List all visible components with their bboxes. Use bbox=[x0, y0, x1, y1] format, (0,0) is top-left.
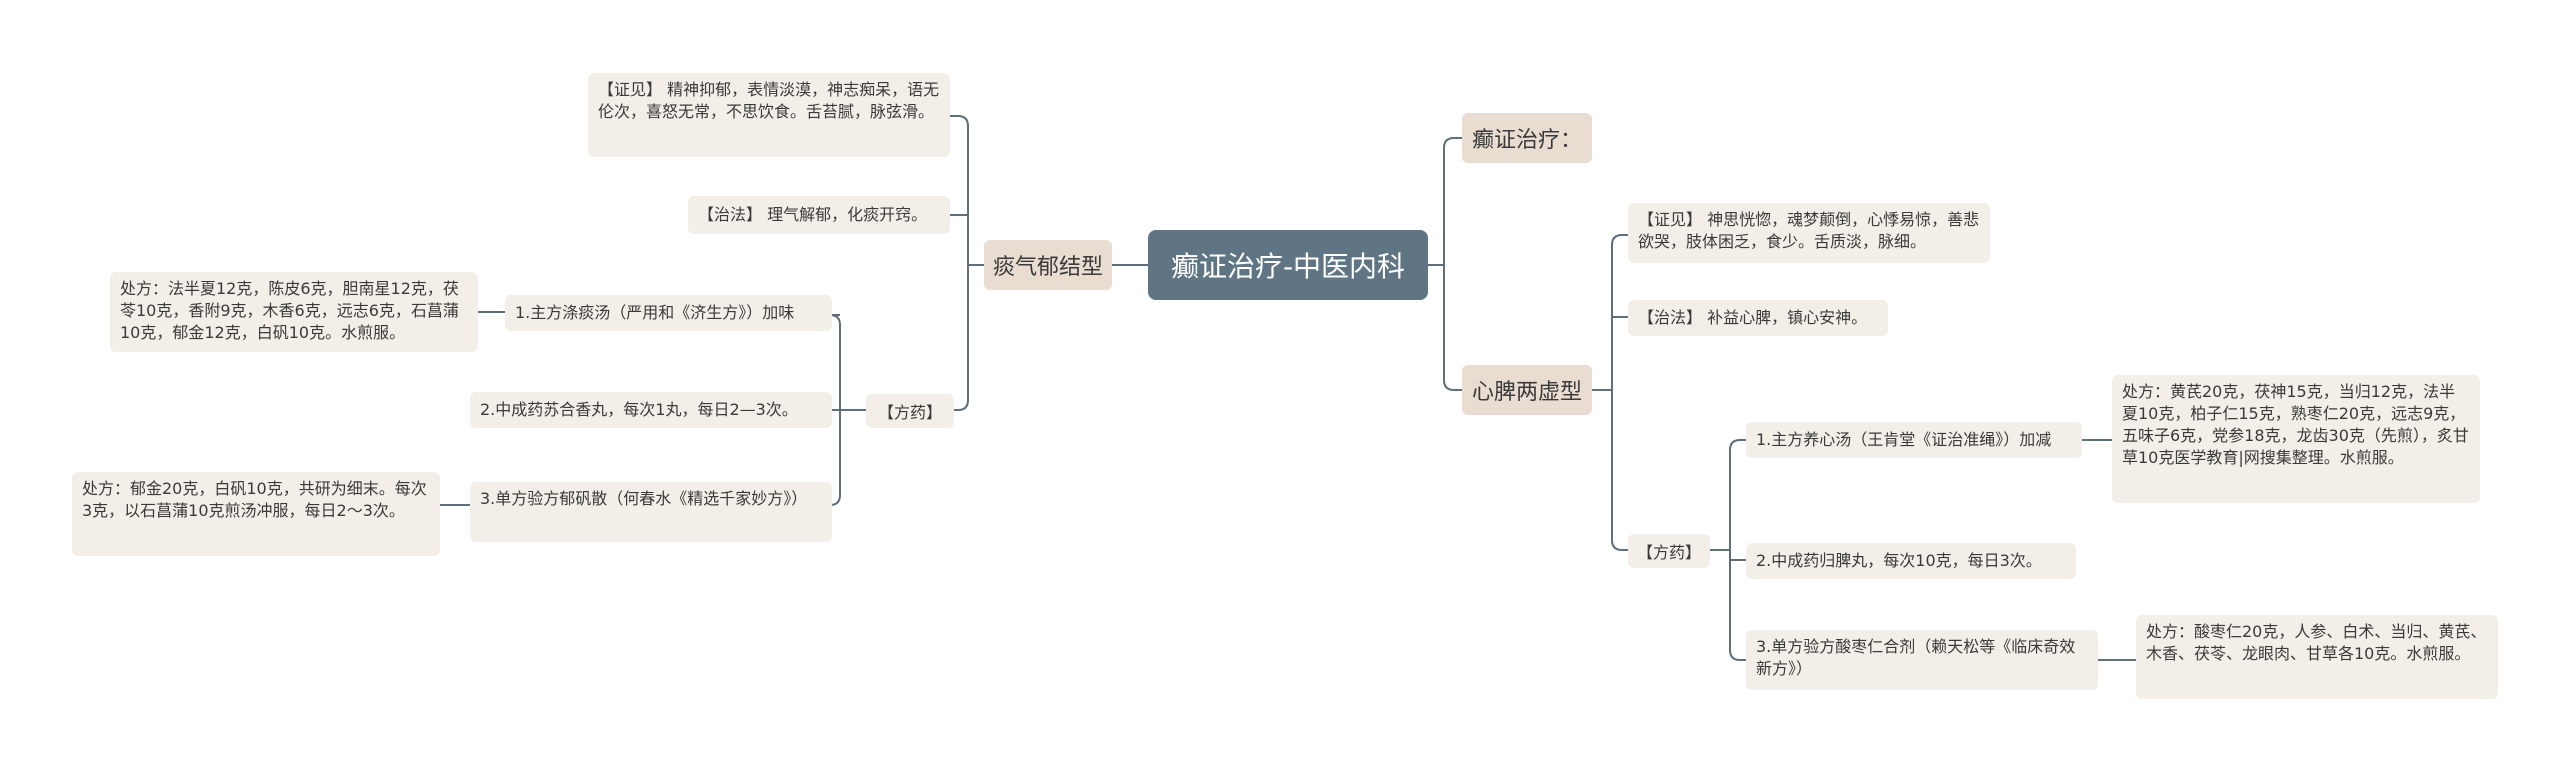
left-zhifa-text: 【治法】 理气解郁，化痰开窍。 bbox=[698, 205, 928, 224]
connector-root-right bbox=[1428, 137, 1462, 391]
left-fangyao-item-1[interactable]: 1.主方涤痰汤（严用和《济生方》）加味 bbox=[505, 295, 832, 331]
right-fangyao-item-1-detail-text: 处方：黄芪20克，茯神15克，当归12克，法半夏10克，柏子仁15克，熟枣仁20… bbox=[2122, 382, 2469, 467]
left-fangyao[interactable]: 【方药】 bbox=[866, 394, 954, 428]
root-label: 癫证治疗-中医内科 bbox=[1170, 250, 1406, 283]
branch-tanqi-label: 痰气郁结型 bbox=[992, 255, 1103, 280]
left-zhengjian[interactable]: 【证见】 精神抑郁，表情淡漠，神志痴呆，语无伦次，喜怒无常，不思饮食。舌苔腻，脉… bbox=[588, 73, 950, 157]
right-fangyao[interactable]: 【方药】 bbox=[1628, 534, 1710, 568]
right-fangyao-item-3[interactable]: 3.单方验方酸枣仁合剂（赖天松等《临床奇效新方》） bbox=[1746, 630, 2098, 690]
right-fangyao-item-2-label: 2.中成药归脾丸，每次10克，每日3次。 bbox=[1756, 551, 2042, 570]
right-fangyao-item-2[interactable]: 2.中成药归脾丸，每次10克，每日3次。 bbox=[1746, 543, 2076, 579]
left-zhengjian-text: 【证见】 精神抑郁，表情淡漠，神志痴呆，语无伦次，喜怒无常，不思饮食。舌苔腻，脉… bbox=[598, 80, 940, 121]
left-fangyao-item-3-detail-text: 处方：郁金20克，白矾10克，共研为细末。每次3克，以石菖蒲10克煎汤冲服，每日… bbox=[82, 479, 427, 520]
right-fangyao-item-1-detail[interactable]: 处方：黄芪20克，茯神15克，当归12克，法半夏10克，柏子仁15克，熟枣仁20… bbox=[2112, 375, 2480, 503]
left-fangyao-label: 【方药】 bbox=[877, 403, 942, 422]
root-node[interactable]: 癫证治疗-中医内科 bbox=[1148, 230, 1428, 300]
connector-left-fangyao bbox=[829, 314, 866, 506]
right-fangyao-item-3-detail-text: 处方：酸枣仁20克，人参、白术、当归、黄芪、木香、茯苓、龙眼肉、甘草各10克。水… bbox=[2146, 622, 2487, 663]
right-fangyao-item-3-detail[interactable]: 处方：酸枣仁20克，人参、白术、当归、黄芪、木香、茯苓、龙眼肉、甘草各10克。水… bbox=[2136, 615, 2498, 699]
left-fangyao-item-3-label: 3.单方验方郁矾散（何春水《精选千家妙方》） bbox=[480, 489, 808, 508]
branch-tanqi[interactable]: 痰气郁结型 bbox=[984, 240, 1112, 290]
branch-diankuang-label: 癫证治疗： bbox=[1471, 128, 1582, 153]
right-zhengjian-text: 【证见】 神思恍惚，魂梦颠倒，心悸易惊，善悲欲哭，肢体困乏，食少。舌质淡，脉细。 bbox=[1638, 210, 1980, 251]
right-zhifa-text: 【治法】 补益心脾，镇心安神。 bbox=[1638, 308, 1868, 327]
branch-xinpi-label: 心脾两虚型 bbox=[1471, 380, 1582, 405]
left-fangyao-item-2[interactable]: 2.中成药苏合香丸，每次1丸，每日2—3次。 bbox=[470, 392, 832, 428]
right-fangyao-item-1[interactable]: 1.主方养心汤（王肯堂《证治准绳》）加减 bbox=[1746, 422, 2082, 458]
left-fangyao-item-2-label: 2.中成药苏合香丸，每次1丸，每日2—3次。 bbox=[480, 400, 798, 419]
branch-diankuang[interactable]: 癫证治疗： bbox=[1462, 113, 1592, 163]
left-fangyao-item-1-detail-text: 处方：法半夏12克，陈皮6克，胆南星12克，茯苓10克，香附9克，木香6克，远志… bbox=[120, 279, 459, 342]
left-fangyao-item-3[interactable]: 3.单方验方郁矾散（何春水《精选千家妙方》） bbox=[470, 482, 832, 542]
left-fangyao-item-3-detail[interactable]: 处方：郁金20克，白矾10克，共研为细末。每次3克，以石菖蒲10克煎汤冲服，每日… bbox=[72, 472, 440, 556]
right-zhengjian[interactable]: 【证见】 神思恍惚，魂梦颠倒，心悸易惊，善悲欲哭，肢体困乏，食少。舌质淡，脉细。 bbox=[1628, 203, 1990, 263]
right-fangyao-item-1-label: 1.主方养心汤（王肯堂《证治准绳》）加减 bbox=[1756, 430, 2052, 449]
left-fangyao-item-1-label: 1.主方涤痰汤（严用和《济生方》）加味 bbox=[515, 303, 795, 322]
left-zhifa[interactable]: 【治法】 理气解郁，化痰开窍。 bbox=[688, 196, 950, 234]
left-fangyao-item-1-detail[interactable]: 处方：法半夏12克，陈皮6克，胆南星12克，茯苓10克，香附9克，木香6克，远志… bbox=[110, 272, 478, 352]
connector-left-trunk bbox=[950, 115, 984, 411]
connector-right-fangyao bbox=[1710, 439, 1746, 661]
right-zhifa[interactable]: 【治法】 补益心脾，镇心安神。 bbox=[1628, 300, 1888, 336]
right-fangyao-label: 【方药】 bbox=[1636, 543, 1701, 562]
right-fangyao-item-3-label: 3.单方验方酸枣仁合剂（赖天松等《临床奇效新方》） bbox=[1756, 637, 2076, 678]
branch-xinpi[interactable]: 心脾两虚型 bbox=[1462, 365, 1592, 415]
connector-right-trunk bbox=[1592, 234, 1628, 551]
